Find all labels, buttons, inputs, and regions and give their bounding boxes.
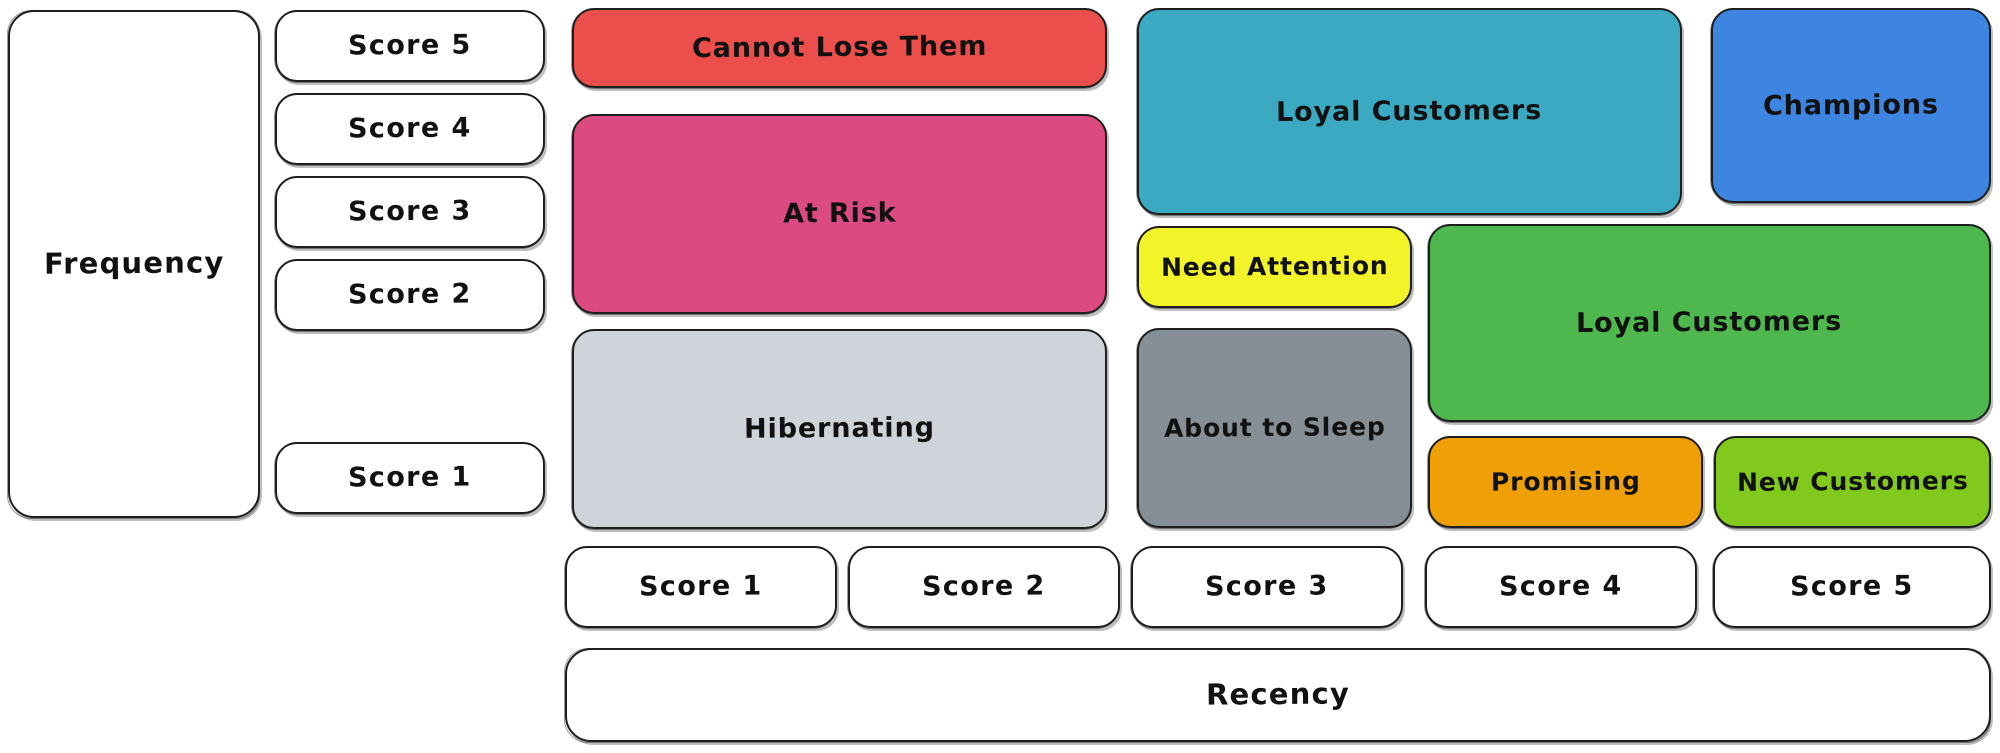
recency-score-1[interactable]: Score 1	[564, 546, 837, 629]
recency-score-4[interactable]: Score 4	[1424, 546, 1697, 629]
frequency-score-2-label: Score 2	[348, 278, 472, 311]
segment-hibernating-label: Hibernating	[743, 412, 936, 446]
recency-score-3[interactable]: Score 3	[1130, 546, 1403, 629]
segment-promising[interactable]: Promising	[1427, 436, 1703, 529]
recency-score-3-label: Score 3	[1205, 570, 1329, 603]
segment-need-attention[interactable]: Need Attention	[1136, 226, 1412, 309]
recency-axis-label: Recency	[564, 648, 1991, 743]
segment-hibernating[interactable]: Hibernating	[571, 329, 1107, 530]
segment-promising-label: Promising	[1490, 466, 1641, 497]
frequency-score-3[interactable]: Score 3	[274, 176, 545, 249]
recency-score-1-label: Score 1	[639, 570, 763, 603]
recency-score-5[interactable]: Score 5	[1712, 546, 1991, 629]
segment-at-risk[interactable]: At Risk	[571, 114, 1107, 315]
recency-score-4-label: Score 4	[1499, 570, 1623, 603]
segment-champions[interactable]: Champions	[1710, 8, 1991, 204]
recency-score-5-label: Score 5	[1790, 570, 1914, 603]
segment-new-customers[interactable]: New Customers	[1713, 436, 1991, 529]
frequency-score-4-label: Score 4	[348, 112, 472, 145]
recency-axis-label-text: Recency	[1205, 676, 1351, 712]
recency-score-2[interactable]: Score 2	[847, 546, 1120, 629]
segment-about-to-sleep-label: About to Sleep	[1163, 411, 1386, 443]
frequency-axis-label-text: Frequency	[43, 245, 225, 282]
frequency-axis-label: Frequency	[7, 10, 260, 519]
segment-champions-label: Champions	[1762, 89, 1940, 122]
frequency-score-5[interactable]: Score 5	[274, 10, 545, 83]
segment-loyal-customers-teal[interactable]: Loyal Customers	[1136, 8, 1682, 216]
frequency-score-4[interactable]: Score 4	[274, 93, 545, 166]
segment-need-attention-label: Need Attention	[1160, 250, 1389, 282]
segment-about-to-sleep[interactable]: About to Sleep	[1136, 328, 1412, 529]
segment-new-customers-label: New Customers	[1736, 465, 1969, 497]
segment-loyal-customers-teal-label: Loyal Customers	[1276, 94, 1543, 129]
frequency-score-3-label: Score 3	[348, 195, 472, 228]
segment-cannot-lose-them[interactable]: Cannot Lose Them	[571, 8, 1107, 89]
recency-score-2-label: Score 2	[922, 570, 1046, 603]
segment-loyal-customers-green[interactable]: Loyal Customers	[1427, 224, 1991, 423]
segment-loyal-customers-green-label: Loyal Customers	[1576, 306, 1843, 340]
segment-cannot-lose-them-label: Cannot Lose Them	[691, 31, 988, 65]
segment-at-risk-label: At Risk	[782, 198, 897, 230]
frequency-score-5-label: Score 5	[348, 29, 472, 62]
frequency-score-2[interactable]: Score 2	[274, 259, 545, 332]
frequency-score-1-label: Score 1	[348, 461, 472, 494]
frequency-score-1[interactable]: Score 1	[274, 442, 545, 515]
